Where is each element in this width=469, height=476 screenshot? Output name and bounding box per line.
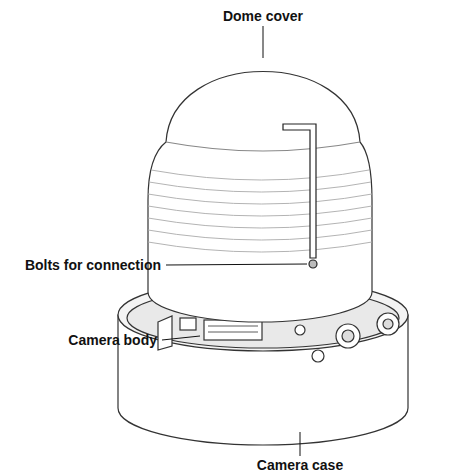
dome-ribs <box>148 170 372 252</box>
terminal-pins <box>208 326 258 332</box>
screw-hole <box>312 350 324 362</box>
connector <box>342 330 354 342</box>
bracket <box>158 316 172 350</box>
connector <box>377 313 399 335</box>
switch <box>180 318 196 330</box>
dome-seam <box>166 142 360 151</box>
part-label: Camera case <box>257 458 343 472</box>
hex-key <box>283 124 316 258</box>
part-label: Bolts for connection <box>25 258 161 272</box>
screw-hole <box>295 325 305 335</box>
camera-drawing <box>118 26 408 456</box>
part-label: Dome cover <box>223 9 303 23</box>
bolt <box>309 260 317 268</box>
connector <box>336 324 360 348</box>
leader-lines <box>162 26 307 456</box>
connector <box>383 319 393 329</box>
terminal-block <box>204 320 262 340</box>
part-label: Camera body <box>68 333 157 347</box>
dome-cover <box>148 72 372 323</box>
